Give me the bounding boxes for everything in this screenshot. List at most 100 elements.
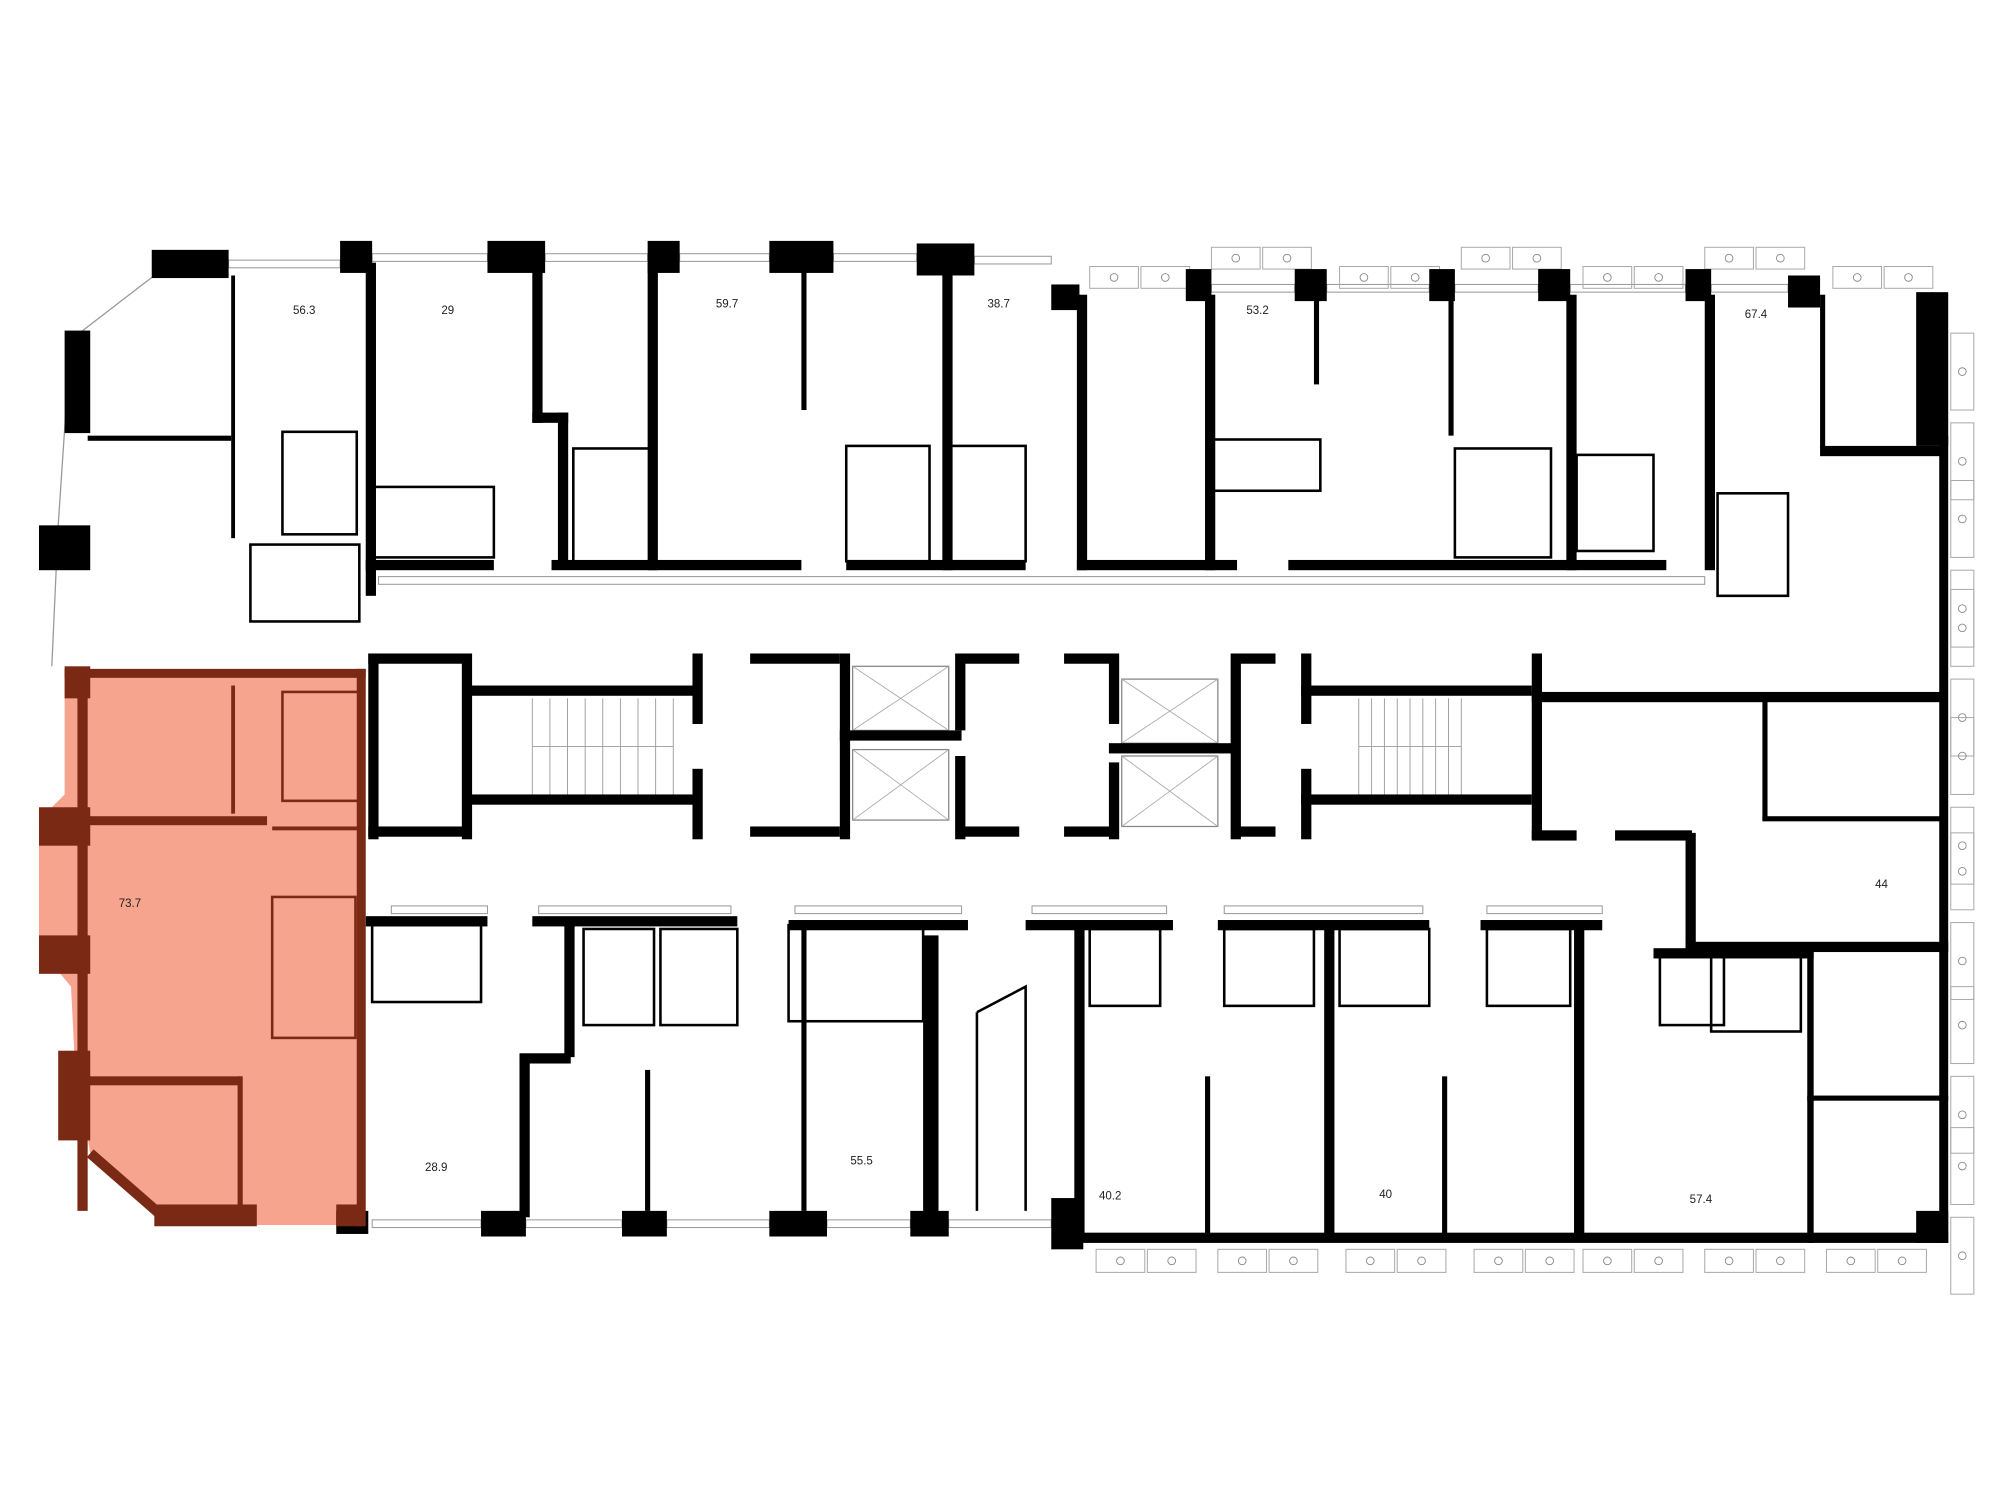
wall xyxy=(1076,559,1238,571)
window xyxy=(832,253,918,262)
window xyxy=(1710,283,1789,293)
apartment-area-label[interactable]: 40 xyxy=(1379,1189,1392,1201)
apartment-area-label[interactable]: 57.4 xyxy=(1690,1194,1713,1206)
wall xyxy=(365,262,376,596)
window xyxy=(973,255,1052,265)
balcony xyxy=(1339,266,1389,289)
balcony xyxy=(1950,332,1975,411)
exterior-window xyxy=(51,268,225,667)
balcony-fan-icon xyxy=(1846,1256,1856,1266)
apartment-73-7-area[interactable] xyxy=(38,672,362,1225)
balcony xyxy=(1140,266,1191,289)
wall xyxy=(151,249,229,279)
wall xyxy=(692,653,703,724)
selected-apartment-wall xyxy=(64,668,366,678)
partition-wall xyxy=(1762,698,1768,821)
partition-wall xyxy=(231,275,236,539)
stair-treads xyxy=(531,698,674,795)
selected-apartment-wall xyxy=(77,672,88,1211)
balcony-fan-icon xyxy=(1958,514,1967,524)
balcony-fan-icon xyxy=(1417,1256,1426,1266)
elevator-cross xyxy=(852,749,950,821)
balcony xyxy=(1396,1248,1447,1273)
wall xyxy=(1108,653,1120,724)
bathroom-outline xyxy=(1658,953,1726,1027)
selected-apartment-wall xyxy=(87,1076,242,1086)
window xyxy=(826,1219,911,1229)
apartment-area-label-selected[interactable]: 73.7 xyxy=(119,898,141,910)
apartment-area-label[interactable]: 56.3 xyxy=(293,305,315,317)
balcony-fan-icon xyxy=(1724,253,1734,263)
wall xyxy=(1538,269,1571,302)
balcony xyxy=(1950,922,1975,1000)
apartment-area-label[interactable]: 55.5 xyxy=(850,1156,872,1168)
balcony xyxy=(1704,246,1754,270)
wall xyxy=(38,525,91,571)
wall xyxy=(1237,653,1276,664)
bathroom-outline xyxy=(1716,492,1790,598)
balcony-fan-icon xyxy=(1654,1256,1663,1266)
balcony xyxy=(1950,569,1975,648)
wall xyxy=(942,262,953,571)
balcony xyxy=(1877,1248,1927,1273)
apartment-area-label[interactable]: 67.4 xyxy=(1745,309,1768,321)
wall xyxy=(368,653,471,664)
apartment-area-label[interactable]: 59.7 xyxy=(716,299,738,311)
bathroom-outline xyxy=(370,923,483,1004)
selected-apartment-walls xyxy=(38,666,366,1227)
apartment-area-label[interactable]: 40.2 xyxy=(1099,1190,1121,1202)
balcony xyxy=(1512,246,1562,270)
wall xyxy=(1480,920,1603,931)
apartment-area-label[interactable]: 53.2 xyxy=(1246,305,1268,317)
wall xyxy=(468,794,699,805)
balcony xyxy=(1524,1248,1575,1273)
balcony xyxy=(1950,806,1975,885)
balcony-fan-icon xyxy=(1958,867,1967,876)
partition-wall xyxy=(801,922,807,1211)
balcony-fan-icon xyxy=(1410,273,1420,282)
wall xyxy=(1939,435,1949,1243)
wall xyxy=(1217,920,1430,931)
bathroom-outline xyxy=(370,485,496,559)
balcony-fan-icon xyxy=(1958,956,1967,966)
balcony-fan-icon xyxy=(1958,1020,1967,1030)
balcony-fan-icon xyxy=(1958,604,1967,613)
wall xyxy=(1108,743,1238,754)
wall xyxy=(961,653,1020,664)
wall xyxy=(1288,559,1667,571)
bathroom-outline xyxy=(1222,927,1316,1008)
balcony xyxy=(1755,246,1806,270)
balcony xyxy=(1950,1216,1975,1295)
apartment-area-label[interactable]: 29 xyxy=(441,305,454,317)
wall xyxy=(923,935,939,1224)
selected-apartment-wall xyxy=(272,826,362,831)
balcony-fan-icon xyxy=(1603,273,1612,282)
bathroom-outline xyxy=(1088,927,1162,1008)
wall xyxy=(1916,292,1949,446)
balcony-fan-icon xyxy=(1289,1256,1298,1266)
apartment-area-label[interactable]: 44 xyxy=(1875,879,1888,891)
window xyxy=(228,259,341,269)
wall xyxy=(955,653,966,731)
balcony-fan-icon xyxy=(1897,1256,1907,1266)
balcony xyxy=(1950,1127,1975,1205)
balcony xyxy=(1633,1248,1684,1273)
window xyxy=(525,1219,623,1229)
wall xyxy=(1788,275,1821,308)
wall xyxy=(1324,928,1335,1237)
balcony-fan-icon xyxy=(1904,273,1913,282)
apartment-area-label[interactable]: 38.7 xyxy=(988,299,1010,311)
apartment-area-label[interactable]: 28.9 xyxy=(425,1162,447,1174)
wall xyxy=(1051,284,1080,311)
balcony-fan-icon xyxy=(1958,1161,1967,1171)
window xyxy=(948,1219,1052,1229)
selected-apartment-wall xyxy=(231,685,236,814)
partition-wall xyxy=(1442,1076,1448,1237)
wall xyxy=(551,559,802,571)
balcony-fan-icon xyxy=(1481,253,1490,263)
balcony-fan-icon xyxy=(1116,1256,1125,1266)
partition-wall xyxy=(1205,1076,1211,1237)
balcony xyxy=(1704,1248,1754,1273)
elevator-cross xyxy=(1121,678,1219,744)
selected-apartment-highlight[interactable] xyxy=(38,672,362,1225)
